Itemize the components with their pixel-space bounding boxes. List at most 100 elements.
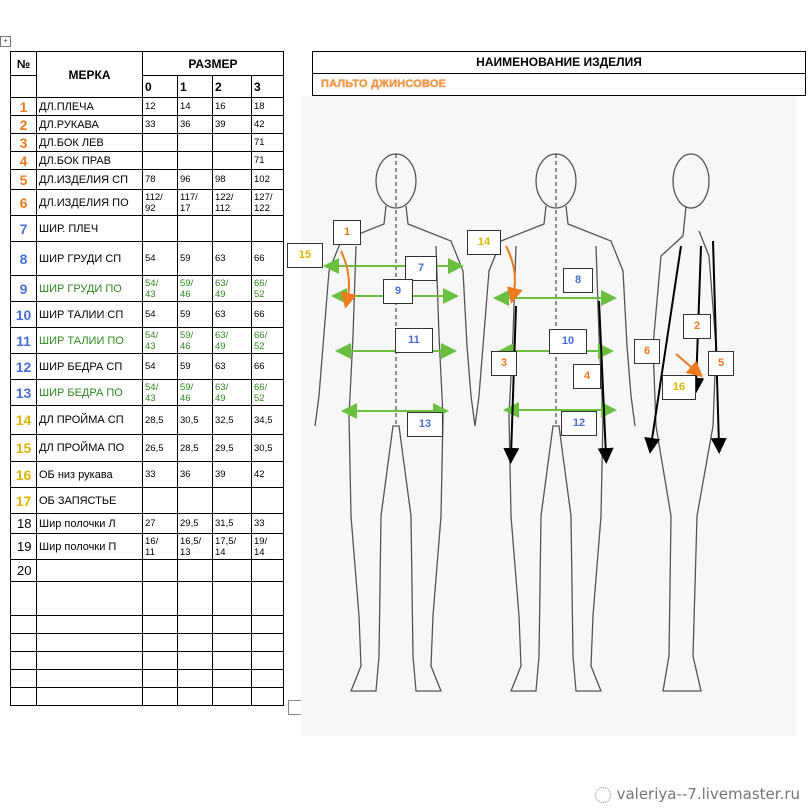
size-value: 33 <box>142 461 178 488</box>
row-number: 13 <box>10 379 37 406</box>
size-value: 59 <box>177 353 213 380</box>
size-value <box>177 487 213 514</box>
tag-5: 5 <box>708 351 734 376</box>
empty-row <box>10 633 284 652</box>
size-value: 29,5 <box>177 513 213 534</box>
size-value: 39 <box>212 115 252 134</box>
column-header-num: № <box>10 51 37 76</box>
size-value: 33 <box>142 115 178 134</box>
size-value: 71 <box>251 133 284 152</box>
size-value: 66/ 52 <box>251 327 284 354</box>
tag-3: 3 <box>491 351 517 376</box>
size-value: 59 <box>177 241 213 276</box>
size-value: 54 <box>142 353 178 380</box>
measurement-name: ОБ ЗАПЯСТЬЕ <box>36 487 143 514</box>
size-value: 36 <box>177 115 213 134</box>
empty-row <box>10 669 284 688</box>
empty-cell <box>36 669 143 688</box>
size-value: 102 <box>251 169 284 190</box>
measurement-name: ДЛ ПРОЙМА ПО <box>36 434 143 462</box>
empty-cell <box>10 633 37 652</box>
size-value: 26,5 <box>142 434 178 462</box>
empty-cell <box>142 615 178 634</box>
size-value: 66/ 52 <box>251 379 284 406</box>
row-number: 10 <box>10 301 37 328</box>
size-header-0: 0 <box>142 75 178 98</box>
size-value: 16,5/ 13 <box>177 533 213 560</box>
size-value <box>142 559 178 582</box>
side-figure <box>652 153 717 692</box>
size-value <box>142 487 178 514</box>
empty-cell <box>177 687 213 706</box>
size-value: 66 <box>251 241 284 276</box>
row-number: 5 <box>10 169 37 190</box>
size-value: 34,5 <box>251 405 284 435</box>
tag-4: 4 <box>573 364 601 389</box>
size-value: 28,5 <box>177 434 213 462</box>
size-value: 54/ 43 <box>142 275 178 302</box>
row-number: 8 <box>10 241 37 276</box>
size-value <box>212 151 252 170</box>
size-value: 63 <box>212 353 252 380</box>
size-value: 36 <box>177 461 213 488</box>
watermark: valeriya--7.livemaster.ru <box>594 785 800 803</box>
size-value: 59 <box>177 301 213 328</box>
empty-cell <box>251 633 284 652</box>
row-number: 4 <box>10 151 37 170</box>
measurement-name: ШИР. ПЛЕЧ <box>36 215 143 242</box>
measurement-name: ДЛ.БОК ПРАВ <box>36 151 143 170</box>
empty-cell <box>177 615 213 634</box>
empty-cell <box>212 633 252 652</box>
size-value: 31,5 <box>212 513 252 534</box>
size-value: 78 <box>142 169 178 190</box>
empty-row <box>10 581 284 616</box>
measurement-name: ДЛ ПРОЙМА СП <box>36 405 143 435</box>
size-value: 54/ 43 <box>142 327 178 354</box>
size-value <box>212 215 252 242</box>
orange-measure-lines <box>340 245 704 378</box>
row-number: 18 <box>10 513 37 534</box>
empty-cell <box>177 651 213 670</box>
tag-16: 16 <box>662 375 696 400</box>
product-name: ПАЛЬТО ДЖИНСОВОЕ <box>321 78 447 90</box>
size-value: 30,5 <box>177 405 213 435</box>
black-measure-lines <box>503 240 727 464</box>
watermark-text: valeriya--7.livemaster.ru <box>616 785 800 803</box>
size-value: 28,5 <box>142 405 178 435</box>
tag-12: 12 <box>561 411 597 436</box>
measurement-name: ШИР ТАЛИИ СП <box>36 301 143 328</box>
size-value: 117/ 17 <box>177 189 213 216</box>
tag-13: 13 <box>407 412 443 437</box>
size-value <box>212 487 252 514</box>
size-value <box>212 559 252 582</box>
row-number: 1 <box>10 97 37 116</box>
size-value: 27 <box>142 513 178 534</box>
size-value <box>142 151 178 170</box>
empty-row <box>10 615 284 634</box>
table-move-handle-icon[interactable]: + <box>0 36 11 47</box>
empty-row <box>10 687 284 706</box>
empty-cell <box>10 651 37 670</box>
size-header-1: 1 <box>177 75 213 98</box>
size-value: 30,5 <box>251 434 284 462</box>
size-value <box>251 487 284 514</box>
size-value: 112/ 92 <box>142 189 178 216</box>
empty-cell <box>212 651 252 670</box>
size-value <box>212 133 252 152</box>
size-value: 63/ 49 <box>212 327 252 354</box>
empty-cell <box>177 633 213 652</box>
empty-cell <box>10 687 37 706</box>
measurement-name: Шир полочки П <box>36 533 143 560</box>
empty-cell <box>251 651 284 670</box>
empty-cell <box>142 633 178 652</box>
measurement-name: ШИР ГРУДИ ПО <box>36 275 143 302</box>
size-value <box>177 151 213 170</box>
